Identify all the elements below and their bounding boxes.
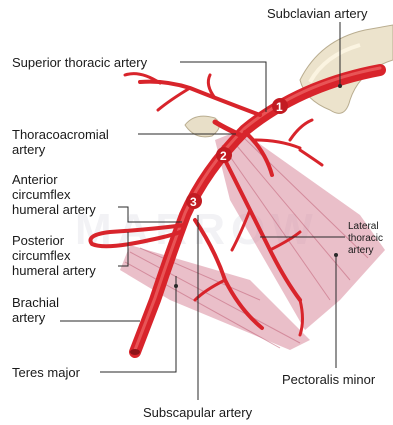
part-number-1: 1 <box>272 98 288 114</box>
label-superior-thoracic-artery: Superior thoracic artery <box>12 55 147 70</box>
svg-text:2: 2 <box>220 149 227 163</box>
label-teres-major: Teres major <box>12 365 80 380</box>
svg-text:1: 1 <box>276 100 283 114</box>
label-subclavian-artery: Subclavian artery <box>267 6 367 21</box>
svg-text:3: 3 <box>190 195 197 209</box>
label-posterior-circumflex-humeral-artery: Posterior circumflex humeral artery <box>12 233 96 278</box>
label-lateral-thoracic-artery: Lateral thoracic artery <box>348 221 383 257</box>
part-number-2: 2 <box>216 147 232 163</box>
label-anterior-circumflex-humeral-artery: Anterior circumflex humeral artery <box>12 172 96 217</box>
label-thoracoacromial-artery: Thoracoacromial artery <box>12 127 109 157</box>
label-pectoralis-minor: Pectoralis minor <box>282 372 375 387</box>
label-brachial-artery: Brachial artery <box>12 295 59 325</box>
part-number-3: 3 <box>186 193 202 209</box>
label-subscapular-artery: Subscapular artery <box>143 405 252 420</box>
